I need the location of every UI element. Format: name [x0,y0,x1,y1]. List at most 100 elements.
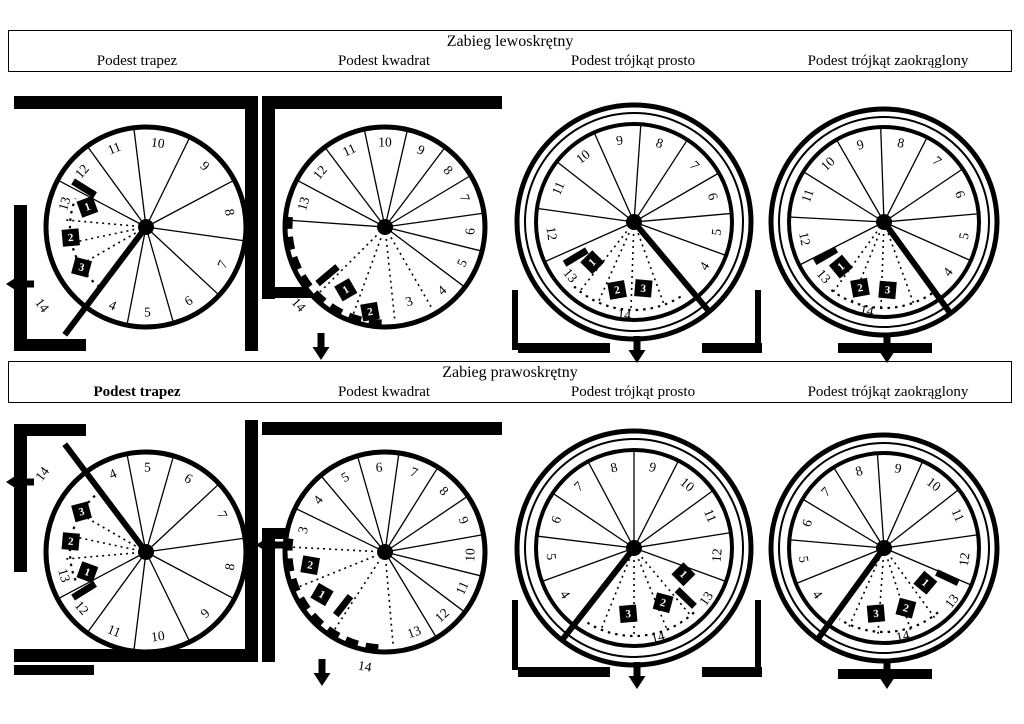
tread-edge-line [356,455,386,553]
tread-number: 5 [956,231,972,240]
tread-edge-line [384,226,466,288]
tread-edge-line [587,461,635,549]
tread-number: 10 [150,628,166,645]
tread-edge-line [384,146,446,228]
badge-square [619,604,638,623]
badge-square [652,592,674,614]
winder-edge-dotted-line [317,234,378,295]
tread-edge-line [633,547,727,583]
tread-edge-line [86,145,147,228]
tread-number: 14 [32,464,52,484]
tread-number: 6 [705,191,721,202]
tread-edge-line [145,537,246,553]
arrow-shaft [318,659,326,674]
newel-hub [138,219,154,235]
step-mark-tick [71,178,97,199]
tread-number: 11 [949,506,968,524]
wall-segment [14,96,258,109]
tread-number: 6 [375,459,383,474]
badge-number: 1 [316,588,327,601]
winder-step-badge: 3 [634,279,653,298]
tread-edge-line [126,453,147,553]
tread-edge-line [86,551,147,634]
winder-edge-dotted-line [831,231,878,294]
winder-step-badge: 2 [607,280,627,300]
tread-number: 14 [859,302,875,319]
winder-edge-dotted-line [637,558,669,632]
column-label-trapez: Podest trapez [96,53,178,69]
tread-edge-line [883,534,979,549]
wall-ring [524,112,744,332]
winder-edge-dotted-line [577,230,628,294]
tread-number: 14 [895,627,912,645]
column-label-kwadrat-2: Podest kwadrat [337,384,431,400]
left-arrow-icon [6,275,19,293]
tread-number: 11 [798,187,816,204]
tread-edge-line [541,547,635,583]
tread-edge-line [795,547,885,585]
tread-edge-line [126,226,147,326]
badge-number: 3 [77,261,86,274]
badge-number: 2 [659,597,668,610]
tread-number: 10 [378,135,392,150]
tread-edge-line [799,221,885,266]
column-labels-left-turn: Podest trapez Podest kwadrat Podest trój… [9,52,1011,71]
wall-ring [778,116,990,328]
tread-edge-line [145,551,191,643]
winder-step-badge: 2 [61,532,80,551]
tread-number: 7 [457,192,473,204]
tread-number: 11 [452,579,471,597]
winder-step-badge: 3 [71,256,92,278]
tread-edge-line [133,551,147,652]
tread-number: 8 [609,459,619,475]
tread-number: 13 [405,622,423,641]
winder-edge-dotted-line [886,559,912,632]
badge-square [828,254,853,279]
tread-number: 3 [295,525,311,536]
badge-number: 3 [640,283,647,295]
winder-step-badge: 3 [878,280,897,300]
winder-step-badge: 2 [300,555,321,576]
badge-square [895,597,917,619]
column-label-trojkat-zaokraglony: Podest trójkąt zaokrąglony [807,53,969,69]
arrow-shaft [268,541,284,549]
winder-edge-dotted-line [599,558,631,632]
tread-number: 14 [32,295,52,315]
arrow-shaft [633,662,641,677]
tread-number: 12 [543,226,560,241]
badge-number: 1 [83,566,92,579]
tread-edge-line [802,498,885,549]
tread-edge-line [145,226,175,324]
badge-number: 2 [856,282,864,295]
winder-step-badge: 1 [310,582,334,607]
wall-segment [702,667,762,677]
badge-number: 2 [306,559,314,572]
winder-step-badge: 1 [334,278,358,302]
arrow-shaft [18,478,34,486]
wall-segment [755,600,761,670]
down-arrow-icon [313,673,331,686]
winder-step-badge: 3 [866,604,886,623]
stair-outline-circle [534,122,734,322]
tread-edge-line [384,212,485,228]
badge-square [634,279,653,298]
step-mark-tick [674,587,697,609]
badge-square [866,604,886,623]
tread-number: 7 [408,464,420,480]
winder-step-badge: 2 [850,277,870,298]
winder-edge-dotted-line [352,238,382,316]
badge-square [913,570,938,595]
tread-edge-line [384,533,484,553]
tread-edge-line [789,539,885,549]
tread-edge-line [384,551,438,639]
tread-edge-line [633,124,642,223]
winder-edge-dotted-line [385,238,396,321]
wall-segment [262,96,502,109]
wall-segment [262,96,275,299]
wall-segment [755,290,761,350]
tread-number: 6 [548,514,564,526]
winder-edge-dotted-line [291,546,374,553]
tread-edge-line [876,453,885,549]
step-mark-tick [812,246,839,266]
